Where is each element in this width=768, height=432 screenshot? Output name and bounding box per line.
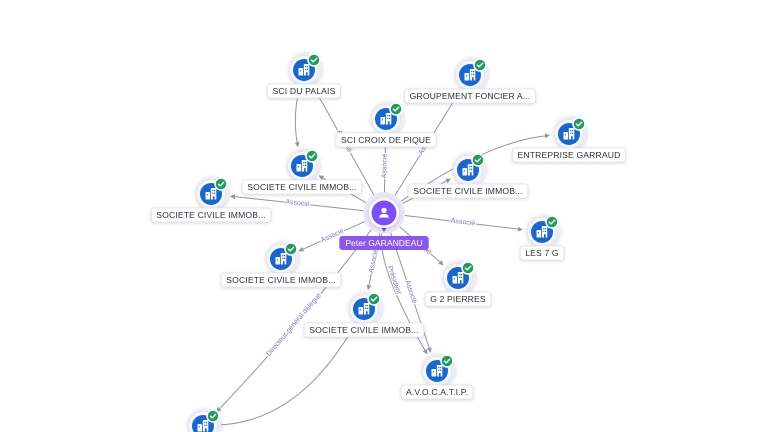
company-node[interactable]: G 2 PIERRES bbox=[424, 260, 492, 307]
edge-label: Associé bbox=[450, 218, 475, 228]
verified-check-icon bbox=[206, 409, 220, 423]
company-node[interactable] bbox=[188, 408, 221, 432]
verified-check-icon bbox=[440, 354, 454, 368]
company-label-background bbox=[404, 88, 536, 104]
verified-check-icon bbox=[305, 149, 319, 163]
person-label[interactable]: Peter GARANDEAU bbox=[339, 236, 429, 250]
company-node[interactable]: SOCIETE CIVILE IMMOB... bbox=[220, 241, 342, 288]
company-label-background bbox=[220, 272, 342, 288]
company-label-background bbox=[424, 291, 492, 307]
company-label[interactable]: SOCIETE CIVILE IMMOB... bbox=[241, 179, 363, 195]
company-label[interactable]: ENTREPRISE GARRAUD bbox=[512, 147, 626, 163]
company-label-text: SOCIETE CIVILE IMMOB... bbox=[309, 325, 418, 335]
company-label[interactable]: SOCIETE CIVILE IMMOB... bbox=[407, 183, 529, 199]
company-label-background bbox=[267, 83, 341, 99]
company-label-text: SOCIETE CIVILE IMMOB... bbox=[413, 186, 522, 196]
person-node[interactable]: Peter GARANDEAU bbox=[339, 192, 429, 250]
company-node[interactable]: SOCIETE CIVILE IMMOB... bbox=[150, 176, 272, 223]
company-label[interactable]: G 2 PIERRES bbox=[424, 291, 492, 307]
company-node[interactable]: SOCIETE CIVILE IMMOB... bbox=[407, 152, 529, 199]
company-label[interactable]: A.V.O.C.A.T.I.P. bbox=[400, 384, 474, 400]
company-label-text: A.V.O.C.A.T.I.P. bbox=[406, 387, 468, 397]
edge-line bbox=[298, 220, 367, 252]
company-label-text: GROUPEMENT FONCIER A... bbox=[410, 91, 531, 101]
verified-check-icon bbox=[284, 242, 298, 256]
company-node[interactable]: GROUPEMENT FONCIER A... bbox=[404, 57, 536, 104]
person-label-background bbox=[339, 236, 429, 250]
edge-label: Président bbox=[386, 265, 402, 295]
company-node[interactable]: A.V.O.C.A.T.I.P. bbox=[400, 353, 474, 400]
company-node[interactable]: SCI DU PALAIS bbox=[267, 52, 341, 99]
verified-check-icon bbox=[471, 153, 485, 167]
company-label-text: SCI CROIX DE PIQUE bbox=[341, 135, 431, 145]
company-label[interactable]: LES 7 G bbox=[519, 245, 565, 261]
company-label[interactable]: SOCIETE CIVILE IMMOB... bbox=[150, 207, 272, 223]
company-label-background bbox=[335, 132, 437, 148]
verified-check-icon bbox=[545, 215, 559, 229]
edge-label: Associé bbox=[368, 248, 380, 274]
company-label-text: LES 7 G bbox=[525, 248, 559, 258]
edge-line bbox=[216, 227, 373, 413]
company-label-text: SCI DU PALAIS bbox=[273, 86, 336, 96]
company-label-background bbox=[241, 179, 363, 195]
verified-check-icon bbox=[367, 292, 381, 306]
company-label-text: SOCIETE CIVILE IMMOB... bbox=[156, 210, 265, 220]
verified-check-icon bbox=[214, 177, 228, 191]
company-label-background bbox=[519, 245, 565, 261]
company-label[interactable]: SOCIETE CIVILE IMMOB... bbox=[220, 272, 342, 288]
edge-label: Associé bbox=[403, 279, 417, 305]
company-label-text: ENTREPRISE GARRAUD bbox=[518, 150, 621, 160]
company-label[interactable]: GROUPEMENT FONCIER A... bbox=[404, 88, 536, 104]
verified-check-icon bbox=[572, 117, 586, 131]
company-node[interactable]: SOCIETE CIVILE IMMOB... bbox=[241, 148, 363, 195]
person-name: Peter GARANDEAU bbox=[345, 238, 422, 248]
verified-check-icon bbox=[307, 53, 321, 67]
company-label[interactable]: SOCIETE CIVILE IMMOB... bbox=[303, 322, 425, 338]
company-node[interactable]: LES 7 G bbox=[519, 214, 565, 261]
company-label-background bbox=[150, 207, 272, 223]
verified-check-icon bbox=[461, 261, 475, 275]
edge-line bbox=[220, 325, 355, 426]
company-node[interactable]: SOCIETE CIVILE IMMOB... bbox=[303, 291, 425, 338]
company-label[interactable]: SCI DU PALAIS bbox=[267, 83, 341, 99]
edge-label: Associé bbox=[285, 199, 310, 209]
company-node[interactable]: SCI CROIX DE PIQUE bbox=[335, 101, 437, 148]
company-label-background bbox=[400, 384, 474, 400]
edge-line bbox=[230, 194, 366, 212]
company-label-text: SOCIETE CIVILE IMMOB... bbox=[226, 275, 335, 285]
company-label-background bbox=[407, 183, 529, 199]
nodes-layer: SCI DU PALAIS GROUPEMENT FONCIER A... SCI … bbox=[150, 52, 626, 432]
edge-line bbox=[402, 214, 523, 232]
company-label-text: G 2 PIERRES bbox=[430, 294, 486, 304]
company-label-background bbox=[512, 147, 626, 163]
verified-check-icon bbox=[389, 102, 403, 116]
company-node[interactable]: ENTREPRISE GARRAUD bbox=[512, 116, 626, 163]
verified-check-icon bbox=[473, 58, 487, 72]
company-label[interactable]: SCI CROIX DE PIQUE bbox=[335, 132, 437, 148]
person-icon bbox=[379, 207, 389, 218]
edge-label: Associé bbox=[381, 154, 389, 179]
company-label-background bbox=[303, 322, 425, 338]
company-label-text: SOCIETE CIVILE IMMOB... bbox=[247, 182, 356, 192]
